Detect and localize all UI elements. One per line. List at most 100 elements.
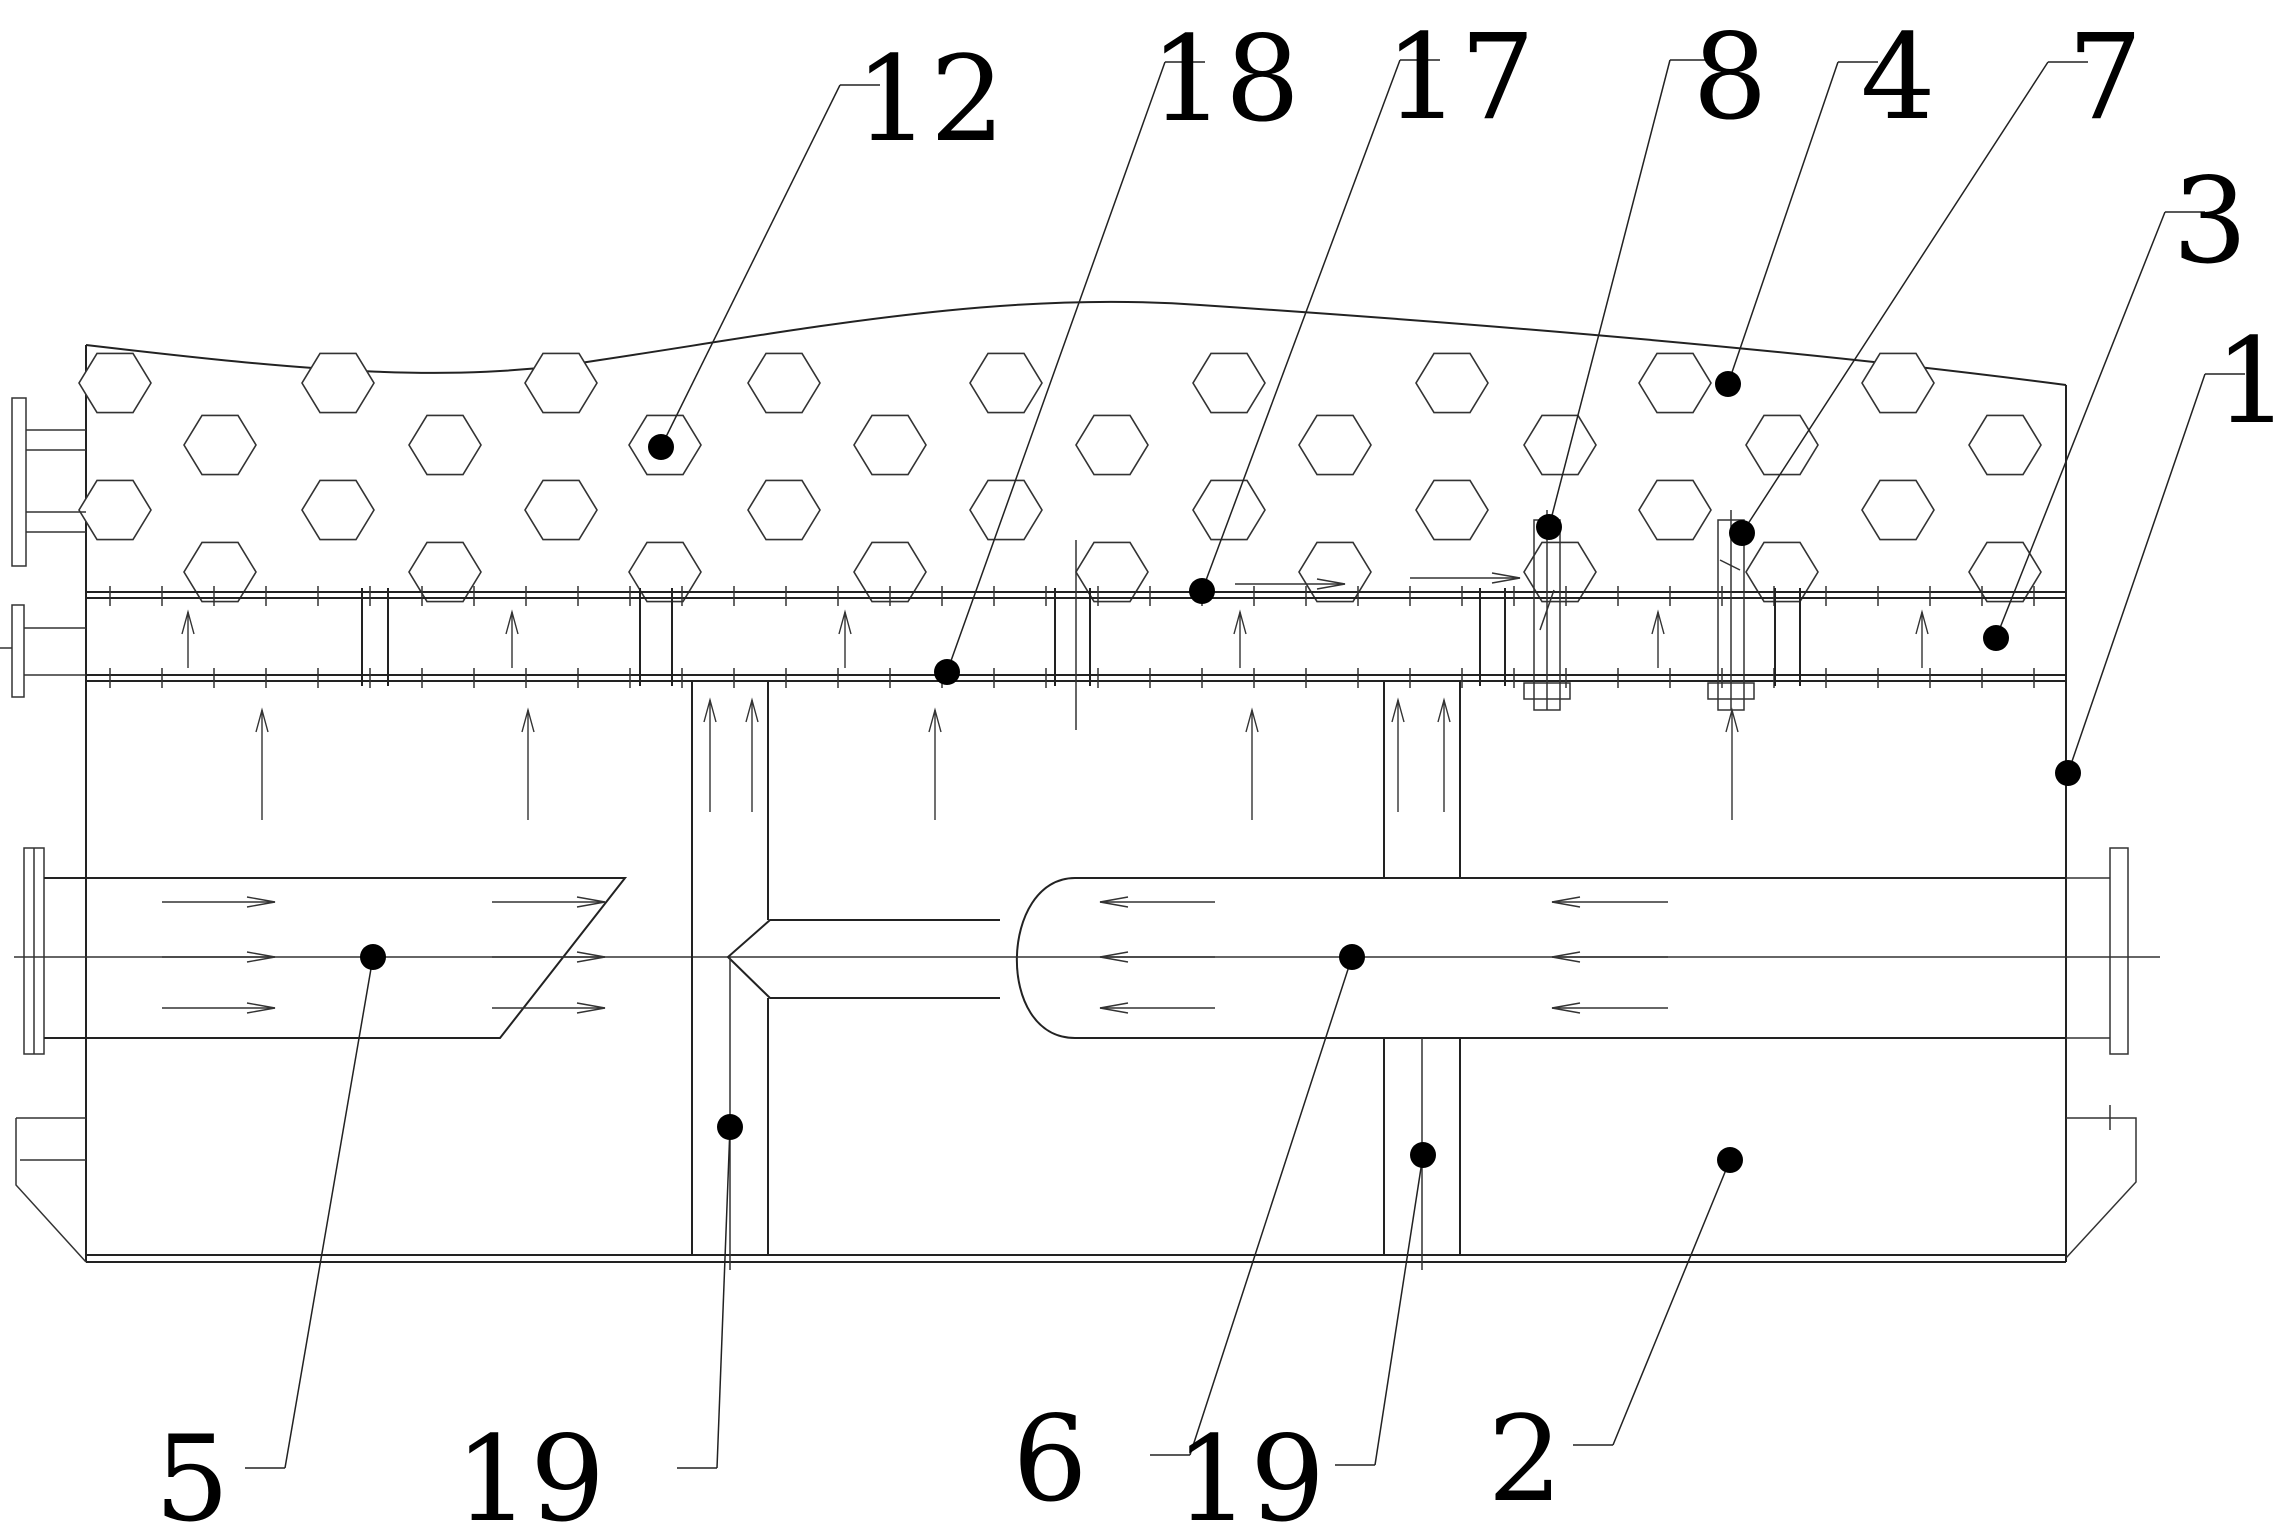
arrow-up-head <box>1915 609 1929 635</box>
arrow-h-head <box>576 951 606 963</box>
callout-dot <box>1189 578 1215 604</box>
callout-8: 8 <box>1536 8 1768 540</box>
hex-cell <box>853 541 927 603</box>
callout-17: 17 <box>1189 8 1535 604</box>
plate-bolts <box>109 586 2035 688</box>
hex-cell <box>747 352 821 414</box>
callout-label: 3 <box>2172 152 2247 290</box>
arrow-up-head <box>521 707 535 733</box>
hex-cell <box>78 352 152 414</box>
arrow-h-head <box>246 1002 276 1014</box>
arrow-h-head <box>1551 896 1581 908</box>
callout-dot <box>1410 1142 1436 1168</box>
packing-bed <box>78 300 2067 603</box>
callout-12: 12 <box>648 30 1005 460</box>
callout-label: 2 <box>1487 1390 1562 1528</box>
leader-line <box>1612 1159 1731 1446</box>
vessel-body <box>15 345 2137 1263</box>
callout-label: 1 <box>2214 312 2289 450</box>
leader-line <box>1201 59 1401 592</box>
hex-cell <box>969 352 1043 414</box>
callout-label: 4 <box>1860 8 1935 146</box>
callout-dot <box>360 944 386 970</box>
hex-cell <box>1861 479 1935 541</box>
hex-cell <box>301 352 375 414</box>
left-nozzles <box>0 397 86 698</box>
arrow-up-head <box>1651 609 1665 635</box>
leader-line <box>1727 61 1839 385</box>
arrow-up-head <box>1437 697 1451 723</box>
arrow-up-head <box>703 697 717 723</box>
callout-dot <box>1339 944 1365 970</box>
arrow-h-head <box>1551 1002 1581 1014</box>
callout-dot <box>1983 625 2009 651</box>
arrow-h-head <box>1551 951 1581 963</box>
arrow-up-head <box>1233 609 1247 635</box>
hex-cell <box>183 541 257 603</box>
hex-cell <box>524 479 598 541</box>
hex-cell <box>1075 414 1149 476</box>
arrow-up-head <box>1245 707 1259 733</box>
callout-dot <box>1729 520 1755 546</box>
callout-dot <box>934 659 960 685</box>
callout-label: 19 <box>1175 1410 1325 1534</box>
hex-pattern <box>78 352 2042 603</box>
callout-2: 2 <box>1487 1147 1743 1528</box>
hex-cell <box>1415 352 1489 414</box>
hex-cell <box>183 414 257 476</box>
hex-cell <box>747 479 821 541</box>
arrow-up-head <box>838 609 852 635</box>
leader-line <box>1741 61 2049 534</box>
hex-cell <box>78 479 152 541</box>
leader-line <box>1374 1154 1424 1466</box>
hex-cell <box>1968 414 2042 476</box>
arrow-up-head <box>928 707 942 733</box>
flow-arrows-up <box>181 609 1929 820</box>
hex-cell <box>1638 479 1712 541</box>
callout-19a: 19 <box>455 1114 743 1534</box>
arrow-up-head <box>181 609 195 635</box>
callout-label: 7 <box>2067 8 2142 146</box>
callout-6: 6 <box>1012 944 1365 1528</box>
plate-dividers <box>361 540 1801 730</box>
callout-label: 19 <box>455 1410 605 1534</box>
callout-dot <box>2055 760 2081 786</box>
arrow-up-head <box>255 707 269 733</box>
hex-cell <box>628 541 702 603</box>
callout-dot <box>717 1114 743 1140</box>
arrow-h-head <box>246 896 276 908</box>
callout-3: 3 <box>1983 152 2248 651</box>
callout-19b: 19 <box>1175 1142 1436 1534</box>
hex-cell <box>969 479 1043 541</box>
hex-cell <box>1298 414 1372 476</box>
arrow-up-head <box>505 609 519 635</box>
callout-dot <box>1715 371 1741 397</box>
hex-cell <box>1745 414 1819 476</box>
hex-cell <box>1192 352 1266 414</box>
hex-cell <box>1415 479 1489 541</box>
hex-cell <box>301 479 375 541</box>
leader-line <box>284 956 374 1469</box>
hex-cell <box>1638 352 1712 414</box>
hex-cell <box>1298 541 1372 603</box>
hex-cell <box>1968 541 2042 603</box>
arrow-h-head <box>576 1002 606 1014</box>
callout-18: 18 <box>934 10 1300 685</box>
callout-dot <box>1717 1147 1743 1173</box>
callout-1: 1 <box>2055 312 2290 786</box>
arrow-h-head <box>1491 572 1521 584</box>
arrow-up-head <box>1391 697 1405 723</box>
arrow-h-head <box>1099 896 1129 908</box>
hex-cell <box>524 352 598 414</box>
callout-label: 12 <box>855 30 1005 168</box>
risers <box>691 681 1461 1270</box>
callout-label: 6 <box>1012 1390 1087 1528</box>
hex-cell <box>1523 414 1597 476</box>
arrow-h-head <box>1099 951 1129 963</box>
callout-5: 5 <box>154 944 386 1534</box>
valve-7 <box>1707 510 1755 711</box>
arrow-h-head <box>1099 1002 1129 1014</box>
